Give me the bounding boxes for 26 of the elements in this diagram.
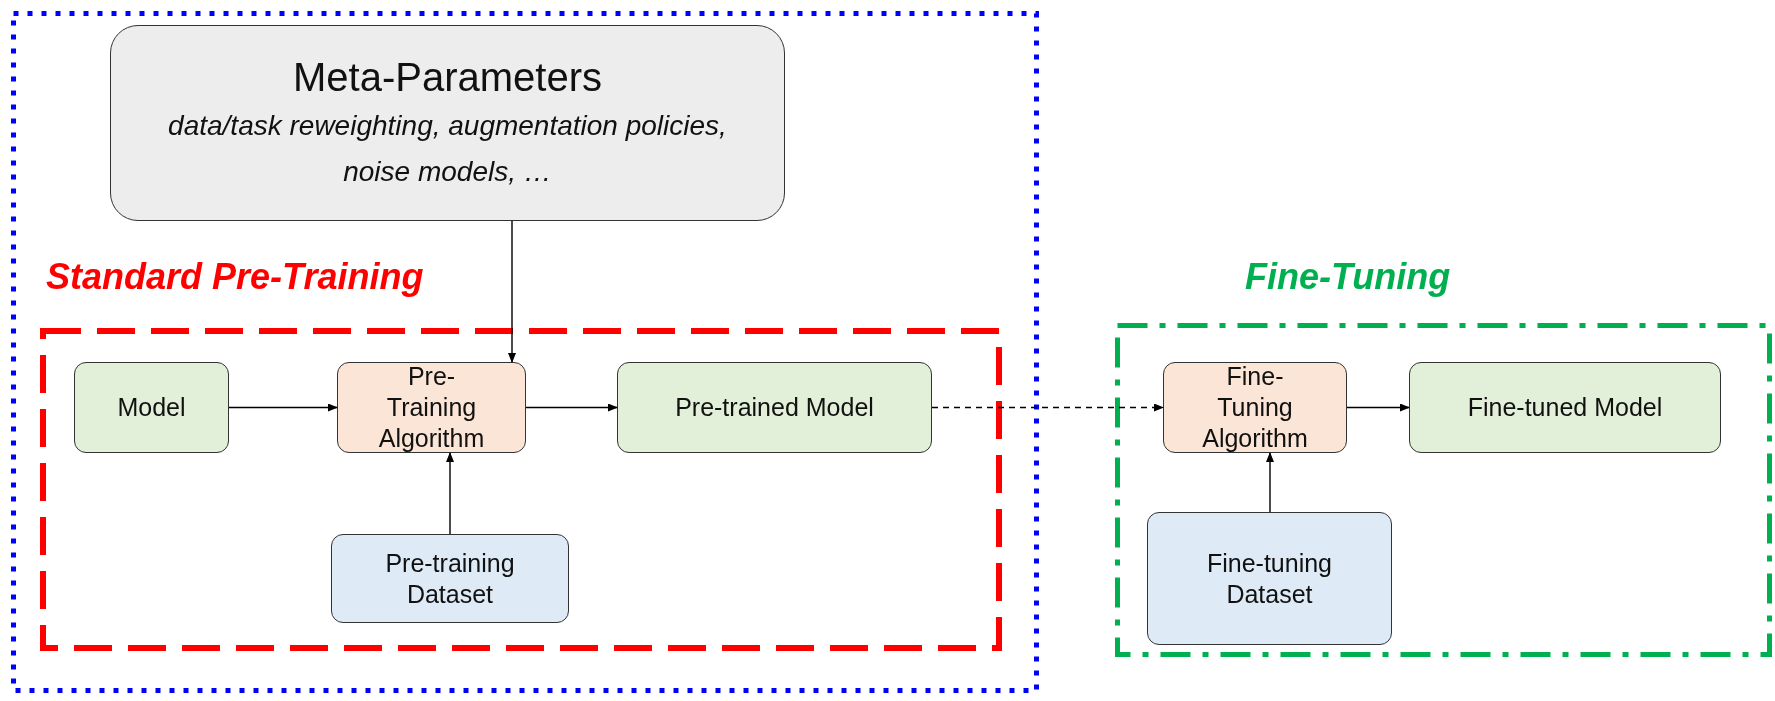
process-box <box>1147 512 1392 645</box>
box-label: Pre-trained Model <box>675 392 874 423</box>
arrow <box>446 452 454 535</box>
arrow <box>508 220 516 363</box>
group-title: Standard Pre-Training <box>46 255 424 299</box>
box-label: Meta-Parameters <box>293 54 602 101</box>
box-label: Fine-tuning Dataset <box>1205 547 1334 610</box>
box-subtitle: data/task reweighting, augmentation policies, noise models, … <box>167 109 728 189</box>
parameter-box <box>110 25 785 221</box>
process-box <box>331 534 569 623</box>
arrow <box>931 403 1164 412</box>
box-label: Pre-Training Algorithm <box>377 361 486 454</box>
arrow <box>228 403 338 412</box>
box-label: Model <box>117 392 186 423</box>
arrow <box>1346 403 1410 412</box>
process-box <box>617 362 932 453</box>
box-label: Fine-Tuning Algorithm <box>1201 361 1309 454</box>
process-box <box>1409 362 1721 453</box>
arrow <box>1266 452 1274 513</box>
process-box <box>74 362 229 453</box>
box-label: Fine-tuned Model <box>1467 392 1663 423</box>
process-box <box>337 362 526 453</box>
box-label: Pre-training Dataset <box>384 547 516 610</box>
group-title: Fine-Tuning <box>1245 255 1451 299</box>
process-box <box>1163 362 1347 453</box>
arrow <box>525 403 618 412</box>
